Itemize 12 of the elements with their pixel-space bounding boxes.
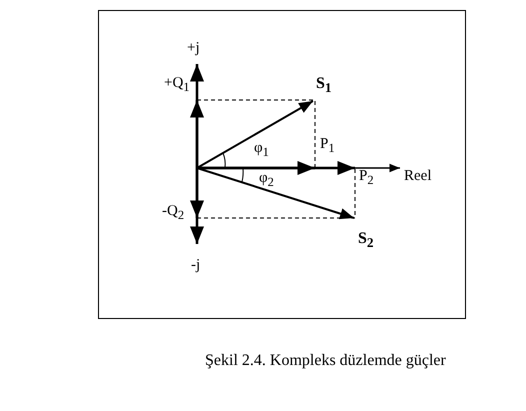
axis-label: -j	[191, 257, 200, 274]
component-label: P$_{2}$	[359, 168, 374, 189]
angle-label: φ$_{2}$	[259, 170, 274, 191]
figure-caption: Şekil 2.4. Kompleks düzlemde güçler	[205, 352, 446, 370]
axis-label: Reel	[404, 168, 432, 185]
axis-label: +j	[187, 40, 200, 57]
component-label: P$_{1}$	[320, 136, 335, 157]
axis-label: +Q$_{1}$	[164, 75, 190, 96]
axis-label: -Q$_{2}$	[162, 203, 184, 224]
angle-label: φ$_{1}$	[254, 140, 269, 161]
vector-label: S$_{2}$	[358, 230, 374, 252]
vector-label: S$_{1}$	[316, 75, 332, 96]
